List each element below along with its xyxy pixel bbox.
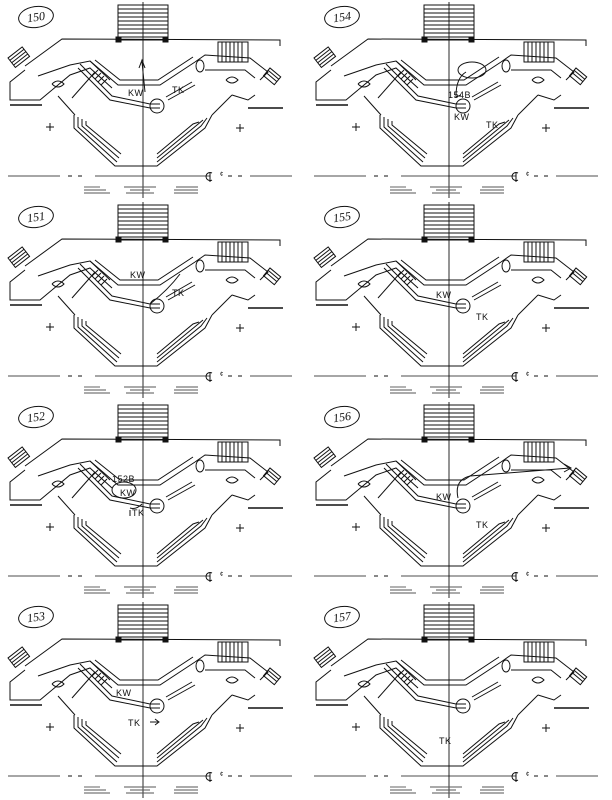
centerline-symbol [205, 172, 213, 182]
centerline-label: ¢ [526, 772, 530, 778]
centerline-label: ¢ [526, 372, 530, 378]
centerline-symbol [511, 772, 519, 782]
actor-label: KW [436, 290, 452, 300]
actor-label: TK [172, 288, 185, 298]
actor-label: KW [120, 488, 136, 498]
actor-label: 152B [112, 474, 136, 484]
stage-plan [313, 1, 599, 199]
actor-label: TK [439, 736, 452, 746]
stage-plan [313, 601, 599, 799]
stage-plan [313, 401, 599, 599]
centerline-symbol [205, 572, 213, 582]
actor-label: KW [130, 270, 146, 280]
movement-arrow [138, 58, 146, 93]
stage-plan [7, 1, 293, 199]
actor-label: KW [116, 688, 132, 698]
stage-plan [7, 601, 293, 799]
actor-label: TK [486, 120, 499, 130]
movement-arrow [111, 481, 143, 516]
centerline-label: ¢ [526, 172, 530, 178]
stage-plan [7, 401, 293, 599]
movement-arrow [150, 718, 160, 726]
movement-arrow [456, 463, 573, 499]
actor-label: KW [436, 492, 452, 502]
actor-label: TK [476, 312, 489, 322]
centerline-symbol [511, 372, 519, 382]
centerline-label: ¢ [220, 172, 224, 178]
actor-label: 154B [448, 90, 472, 100]
actor-label: KW [128, 88, 144, 98]
centerline-label: ¢ [220, 572, 224, 578]
stage-plan [313, 201, 599, 399]
actor-label: TK [132, 508, 145, 518]
movement-arrow [455, 61, 487, 98]
centerline-symbol [511, 172, 519, 182]
centerline-label: ¢ [220, 372, 224, 378]
centerline-symbol [511, 572, 519, 582]
actor-label: TK [172, 85, 185, 95]
centerline-symbol [205, 372, 213, 382]
centerline-label: ¢ [526, 572, 530, 578]
movement-arrow [149, 273, 181, 305]
centerline-label: ¢ [220, 772, 224, 778]
actor-label: KW [454, 112, 470, 122]
actor-label: TK [128, 718, 141, 728]
centerline-symbol [205, 772, 213, 782]
actor-label: TK [476, 520, 489, 530]
stage-plan [7, 201, 293, 399]
